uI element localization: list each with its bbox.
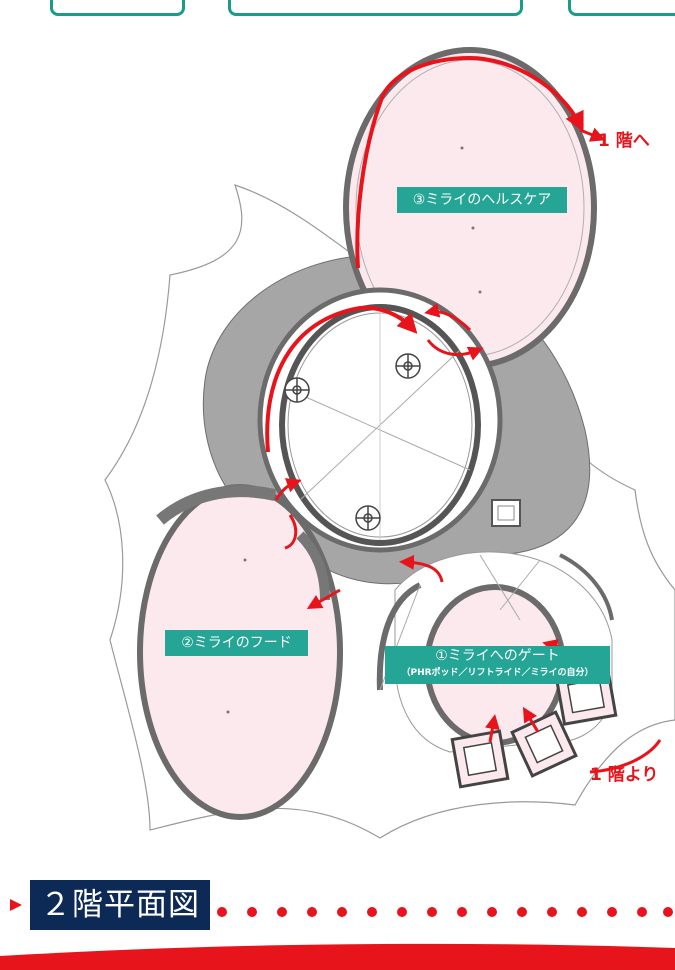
spiral-stair-3 — [355, 505, 381, 531]
flow-label-from-floor1: 1 階より — [590, 765, 659, 785]
phr-pod-2 — [510, 710, 578, 778]
room-label-gate-title: ①ミライへのゲート — [435, 648, 560, 664]
floor-plan — [104, 47, 675, 839]
top-nav-button-center[interactable] — [228, 0, 523, 16]
phr-pod-1 — [450, 729, 510, 789]
spiral-stair-1 — [284, 377, 310, 403]
room-label-gate: ①ミライへのゲート （PHRポッド／リフトライド／ミライの自分） — [385, 646, 610, 684]
top-nav-button-left[interactable] — [50, 0, 185, 16]
top-nav-button-right[interactable] — [568, 0, 675, 16]
room-label-food: ②ミライのフード — [165, 630, 308, 656]
spiral-stair-2 — [395, 353, 421, 379]
room-label-healthcare: ③ミライのヘルスケア — [397, 187, 567, 213]
floor-plan-title: ２階平面図 — [10, 880, 210, 930]
bottom-red-band — [0, 943, 675, 970]
room-label-gate-sub: （PHRポッド／リフトライド／ミライの自分） — [401, 668, 594, 678]
flow-label-to-floor1: 1 階へ — [598, 131, 650, 151]
dotted-divider — [217, 907, 673, 917]
